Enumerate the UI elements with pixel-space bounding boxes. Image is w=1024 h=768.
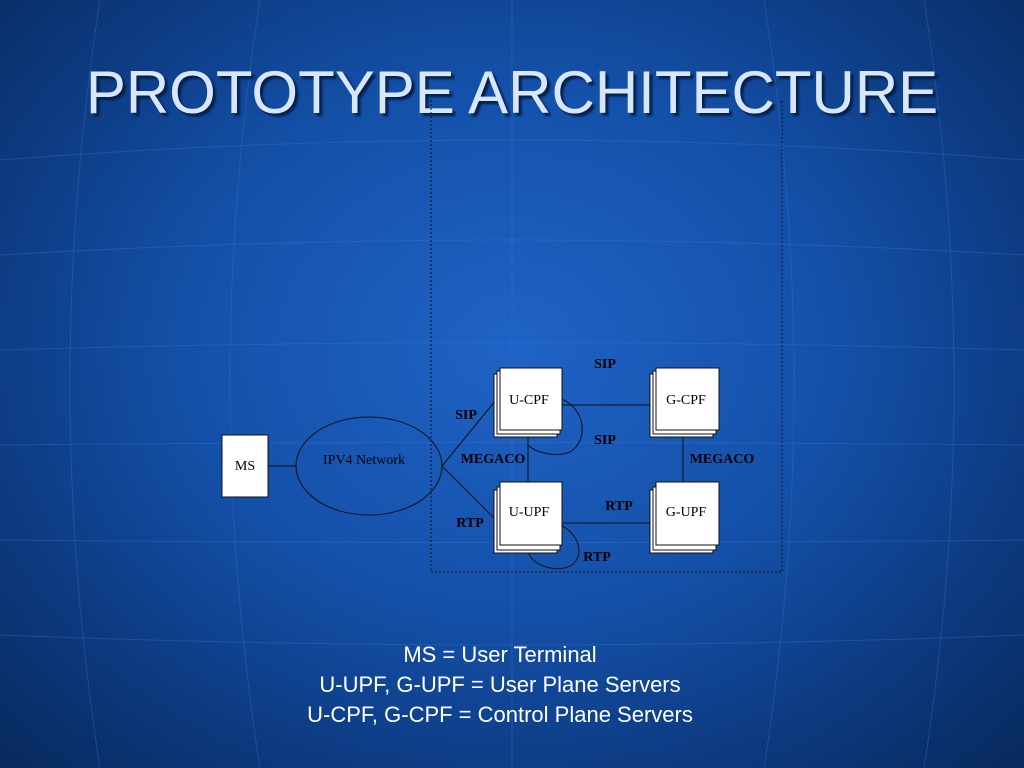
- rtp-left-label: RTP: [456, 516, 484, 531]
- legend-line-control-plane: U-CPF, G-CPF = Control Plane Servers: [307, 702, 693, 727]
- legend-line-user-plane: U-UPF, G-UPF = User Plane Servers: [319, 672, 681, 697]
- ms-label: MS: [235, 459, 255, 474]
- sip-top-label: SIP: [594, 357, 616, 372]
- megaco-left-label: MEGACO: [461, 452, 526, 467]
- legend: MS = User Terminal U-UPF, G-UPF = User P…: [0, 640, 1000, 730]
- ipv4-network-node: IPV4 Network: [295, 416, 443, 516]
- sip-mid-label: SIP: [594, 433, 616, 448]
- uupf-label: U-UPF: [509, 505, 550, 520]
- gupf-label: G-UPF: [666, 505, 707, 520]
- slide-title: PROTOTYPE ARCHITECTURE: [85, 59, 939, 126]
- network-boundary: [430, 100, 783, 573]
- ms-node: MS: [221, 434, 269, 498]
- ipv4-network-label: IPV4 Network: [323, 453, 405, 468]
- sip-left-label: SIP: [455, 408, 477, 423]
- uupf-node: U-UPF: [493, 481, 563, 554]
- ucpf-label: U-CPF: [509, 393, 549, 408]
- gcpf-label: G-CPF: [666, 393, 706, 408]
- gupf-node: G-UPF: [649, 481, 720, 554]
- connectors: [268, 397, 684, 570]
- rtp-bottom-label: RTP: [583, 550, 611, 565]
- megaco-right-label: MEGACO: [690, 452, 755, 467]
- ucpf-node: U-CPF: [493, 367, 563, 438]
- gcpf-node: G-CPF: [649, 367, 720, 438]
- legend-line-ms: MS = User Terminal: [403, 642, 597, 667]
- rtp-mid-label: RTP: [605, 499, 633, 514]
